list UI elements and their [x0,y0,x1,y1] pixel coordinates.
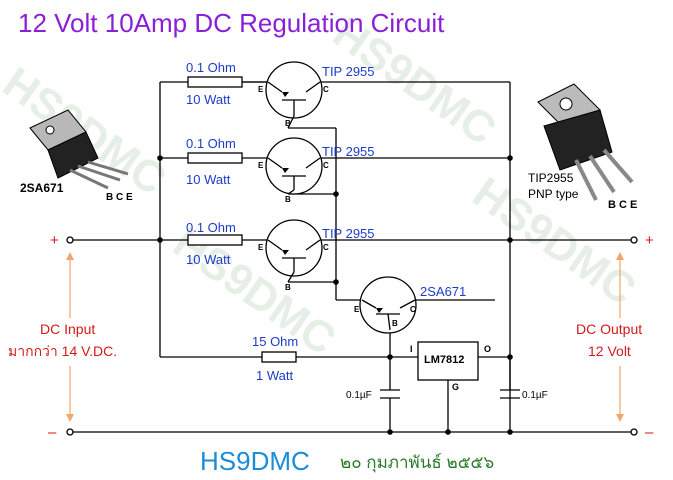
package-2sa671: 2SA671 B C E [20,109,133,203]
package-tip2955: TIP2955 PNP type B C E [528,83,637,211]
resistor-value: 0.1 Ohm [186,60,236,75]
resistor-r1: 0.1 Ohm 10 Watt [186,60,268,107]
capacitor-c1: 0.1µF [346,389,400,401]
capacitor-value: 0.1µF [346,390,372,401]
pin-label: C [323,243,329,252]
pin-label: B [285,283,291,292]
resistor-power: 1 Watt [256,368,293,383]
package-type: PNP type [528,187,579,201]
transistor-part: 2SA671 [420,284,466,299]
pin-label: E [354,305,360,314]
pin-label: E [258,161,264,170]
resistor-power: 10 Watt [186,172,231,187]
regulator-part: LM7812 [424,354,464,366]
pin-label: C [323,161,329,170]
input-sub: มากกว่า 14 V.DC. [8,343,117,359]
input-label: DC Input [40,321,95,337]
resistor-r4: 15 Ohm 1 Watt [252,334,298,383]
transistor-q4: E C B 2SA671 [354,276,466,334]
resistor-value: 15 Ohm [252,334,298,349]
pin-label: O [484,344,491,354]
resistor-value: 0.1 Ohm [186,136,236,151]
transistor-part: TIP 2955 [322,144,375,159]
output-terminals: + – DC Output 12 Volt [576,232,654,441]
transistor-part: TIP 2955 [322,64,375,79]
package-pins: B C E [106,192,133,203]
footer-brand: HS9DMC [200,446,310,476]
resistor-r3: 0.1 Ohm 10 Watt [186,220,243,267]
output-plus: + [645,232,654,249]
pin-label: B [285,119,291,128]
pin-label: G [452,382,459,392]
diagram-title: 12 Volt 10Amp DC Regulation Circuit [18,8,445,38]
capacitor-value: 0.1µF [522,390,548,401]
pin-label: E [258,243,264,252]
output-minus: – [645,424,654,441]
transistor-q1: E C B TIP 2955 [258,61,375,129]
resistor-power: 10 Watt [186,252,231,267]
output-sub: 12 Volt [588,343,631,359]
transistor-q3: E C B TIP 2955 [258,219,375,292]
resistor-value: 0.1 Ohm [186,220,236,235]
input-minus: – [48,424,57,441]
package-pins: B C E [608,199,637,211]
pin-label: C [323,85,329,94]
footer-date: ๒๐ กุมภาพันธ์ ๒๕๕๖ [340,453,494,473]
resistor-r2: 0.1 Ohm 10 Watt [186,136,243,187]
pin-label: C [410,305,416,314]
output-label: DC Output [576,321,642,337]
package-name: 2SA671 [20,181,64,195]
input-terminals: + – DC Input มากกว่า 14 V.DC. [8,232,117,441]
input-plus: + [50,232,59,249]
capacitor-c2: 0.1µF [500,357,548,401]
resistor-power: 10 Watt [186,92,231,107]
pin-label: E [258,85,264,94]
transistor-part: TIP 2955 [322,226,375,241]
pin-label: I [410,344,413,354]
regulator-lm7812: LM7812 I O G [410,341,491,392]
pin-label: B [285,195,291,204]
package-name: TIP2955 [528,171,574,185]
pin-label: B [392,319,398,328]
transistor-q2: E C B TIP 2955 [258,137,375,204]
